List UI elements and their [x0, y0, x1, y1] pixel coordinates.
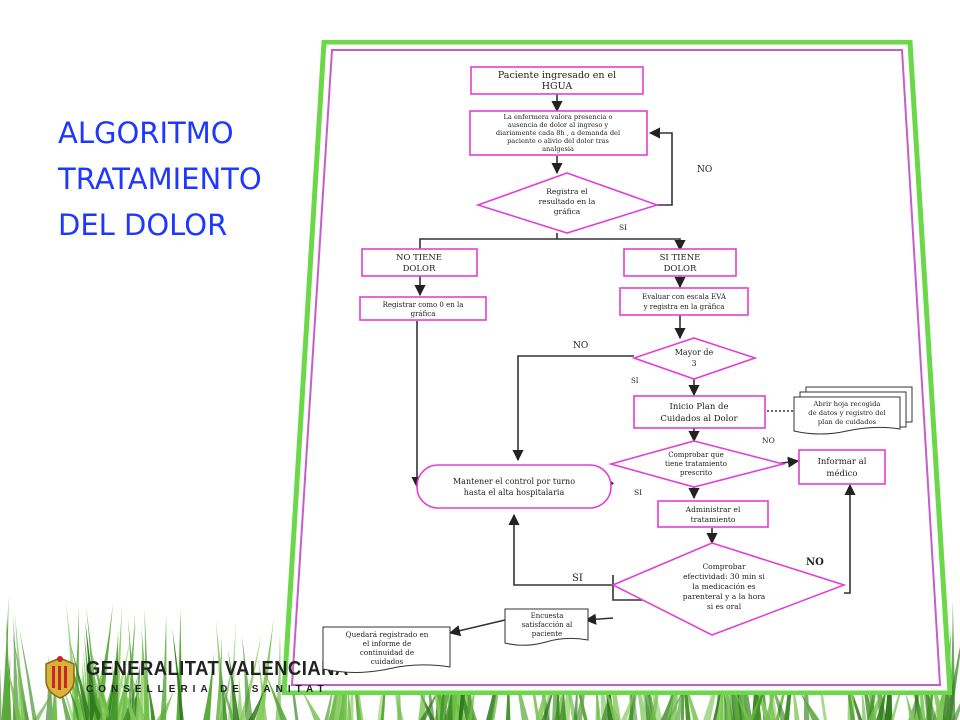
svg-text:médico: médico [826, 468, 857, 479]
node-enfermera-valora: La enfermera valora presencia o ausencia… [469, 110, 648, 156]
svg-text:cuidados: cuidados [371, 657, 404, 666]
svg-text:gráfica: gráfica [554, 207, 581, 216]
logo-line-1: GENERALITAT VALENCIANA [86, 658, 349, 680]
svg-text:y registra en la gráfica: y registra en la gráfica [643, 303, 725, 311]
svg-text:tiene tratamiento: tiene tratamiento [665, 460, 727, 468]
svg-text:DOLOR: DOLOR [664, 264, 697, 274]
svg-text:Encuesta: Encuesta [531, 612, 564, 620]
label-no-efectividad: NO [806, 557, 824, 568]
node-mayor-de-3: Mayor de 3 [631, 337, 758, 380]
generalitat-logo: GENERALITAT VALENCIANA CONSELLERIA DE SA… [40, 652, 348, 704]
connector-lines [411, 94, 856, 637]
node-comprobar-efectividad: Comprobar efectividad: 30 min si la medi… [611, 542, 847, 636]
node-mantener-control: Mantener el control por turno hasta el a… [416, 464, 612, 509]
svg-text:SI TIENE: SI TIENE [660, 253, 701, 263]
svg-text:tratamiento: tratamiento [691, 515, 736, 524]
logo-line-2: CONSELLERIA DE SANITAT [86, 684, 329, 695]
node-inicio-plan-cuidados: Inicio Plan de Cuidados al Dolor [633, 395, 766, 429]
flowchart-frame [282, 40, 952, 695]
node-informar-medico: Informar al médico [798, 449, 886, 485]
svg-text:Abrir hoja recogida: Abrir hoja recogida [813, 400, 881, 408]
svg-text:Cuidados al Dolor: Cuidados al Dolor [660, 414, 738, 424]
svg-text:satisfacción al: satisfacción al [522, 621, 573, 629]
title-line-2: TRATAMIENTO [58, 162, 262, 196]
svg-text:de datos y registro del: de datos y registro del [808, 409, 885, 417]
svg-text:Registrar como 0 en la: Registrar como 0 en la [383, 301, 464, 309]
svg-text:Mayor de: Mayor de [675, 348, 714, 357]
svg-text:Paciente ingresado en el: Paciente ingresado en el [498, 70, 616, 81]
svg-text:continuidad de: continuidad de [360, 648, 414, 657]
svg-text:Comprobar que: Comprobar que [668, 451, 724, 459]
label-no-registra: NO [697, 165, 712, 175]
svg-text:la medicación es: la medicación es [692, 582, 755, 591]
svg-text:si es oral: si es oral [707, 602, 742, 611]
svg-text:resultado en la: resultado en la [539, 197, 596, 206]
branch-labels: NO SI NO SI NO SI SI NO [572, 165, 824, 584]
svg-text:gráfica: gráfica [411, 310, 436, 318]
svg-text:analgesia: analgesia [542, 145, 574, 153]
node-abrir-hoja: Abrir hoja recogida de datos y registro … [793, 386, 913, 435]
svg-text:Evaluar con escala EVA: Evaluar con escala EVA [642, 293, 727, 301]
slide-title: ALGORITMO TRATAMIENTO DEL DOLOR [58, 110, 262, 248]
svg-text:3: 3 [691, 359, 696, 368]
node-no-tiene-dolor: NO TIENE DOLOR [361, 248, 478, 277]
svg-text:prescrito: prescrito [680, 469, 712, 477]
svg-text:HGUA: HGUA [542, 81, 573, 92]
node-quedara-registrado: Quedará registrado en el informe de cont… [322, 626, 451, 673]
title-line-1: ALGORITMO [58, 116, 234, 150]
svg-text:Quedará registrado en: Quedará registrado en [346, 630, 429, 639]
title-line-3: DEL DOLOR [58, 208, 228, 242]
svg-text:el informe de: el informe de [363, 639, 411, 648]
svg-text:paciente o alivio del dolor tr: paciente o alivio del dolor tras [507, 137, 609, 145]
node-si-tiene-dolor: SI TIENE DOLOR [623, 248, 737, 277]
label-si-mayor3: SI [631, 377, 639, 385]
svg-text:Inicio Plan de: Inicio Plan de [669, 402, 728, 412]
label-si-efectividad: SI [572, 573, 583, 584]
label-si-registra: SI [619, 223, 627, 232]
node-paciente-ingresado: Paciente ingresado en el HGUA [470, 66, 644, 95]
coat-of-arms-icon [45, 656, 75, 699]
node-registrar-cero: Registrar como 0 en la gráfica [359, 296, 487, 321]
pain-treatment-flowchart: Paciente ingresado en el HGUA La enferme… [322, 66, 913, 673]
svg-text:Administrar el: Administrar el [685, 505, 741, 514]
svg-text:ausencia de dolor al ingreso y: ausencia de dolor al ingreso y [508, 121, 608, 129]
node-evaluar-eva: Evaluar con escala EVA y registra en la … [619, 287, 749, 316]
svg-text:plan de cuidados: plan de cuidados [818, 418, 877, 426]
node-administrar-tratamiento: Administrar el tratamiento [657, 500, 769, 528]
node-encuesta-satisfaccion: Encuesta satisfacción al paciente [504, 608, 589, 646]
svg-text:efectividad: 30 min si: efectividad: 30 min si [683, 572, 765, 581]
svg-text:paciente: paciente [532, 630, 562, 638]
svg-text:Informar al: Informar al [818, 457, 867, 467]
svg-text:Registra el: Registra el [546, 187, 588, 196]
label-no-mayor3: NO [573, 341, 588, 351]
svg-text:DOLOR: DOLOR [403, 264, 436, 274]
svg-text:Comprobar: Comprobar [702, 562, 746, 571]
label-si-tratamiento: SI [634, 488, 642, 497]
svg-text:diariamente cada 8h , a demand: diariamente cada 8h , a demanda del [496, 129, 620, 137]
svg-text:Mantener el control por turno: Mantener el control por turno [453, 477, 575, 486]
node-comprobar-tratamiento: Comprobar que tiene tratamiento prescrit… [608, 440, 787, 488]
svg-text:La enfermera valora presencia: La enfermera valora presencia o [504, 113, 613, 121]
svg-text:hasta el alta hospitalaria: hasta el alta hospitalaria [464, 488, 565, 497]
label-no-tratamiento: NO [762, 436, 775, 445]
node-registra-grafica: Registra el resultado en la gráfica [475, 172, 660, 234]
svg-text:parenteral y a la hora: parenteral y a la hora [683, 592, 766, 601]
svg-text:NO TIENE: NO TIENE [396, 253, 442, 263]
